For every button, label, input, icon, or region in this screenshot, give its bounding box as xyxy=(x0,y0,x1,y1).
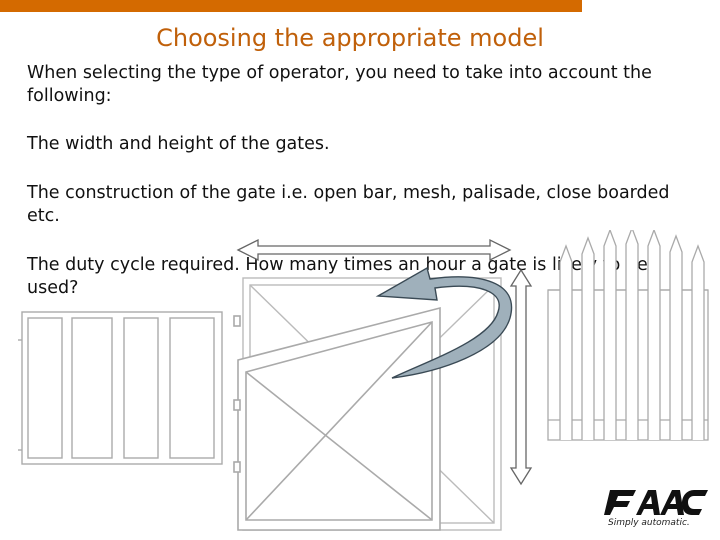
mesh-gate-open xyxy=(233,306,441,531)
width-arrow-icon xyxy=(236,238,512,262)
faac-logo xyxy=(604,490,708,515)
intro-paragraph: When selecting the type of operator, you… xyxy=(27,63,652,106)
construction-paragraph: The construction of the gate i.e. open b… xyxy=(27,183,670,226)
top-accent-bar xyxy=(0,0,582,12)
palisade-fence xyxy=(547,230,709,441)
width-height-paragraph: The width and height of the gates. xyxy=(27,134,330,154)
gate-illustration xyxy=(18,230,709,531)
boarded-gate xyxy=(18,311,223,465)
duty-cycle-paragraph: The duty cycle required. How many times … xyxy=(27,255,648,298)
logo-tagline: Simply automatic. xyxy=(608,518,690,528)
slide-title-text: Choosing the appropriate model xyxy=(156,24,544,52)
height-arrow-icon xyxy=(509,268,533,486)
slide-body: When selecting the type of operator, you… xyxy=(27,62,687,300)
slide-title: Choosing the appropriate model xyxy=(0,24,700,52)
faac-logo-mark xyxy=(604,490,708,515)
swing-arrow-icon xyxy=(375,266,513,379)
